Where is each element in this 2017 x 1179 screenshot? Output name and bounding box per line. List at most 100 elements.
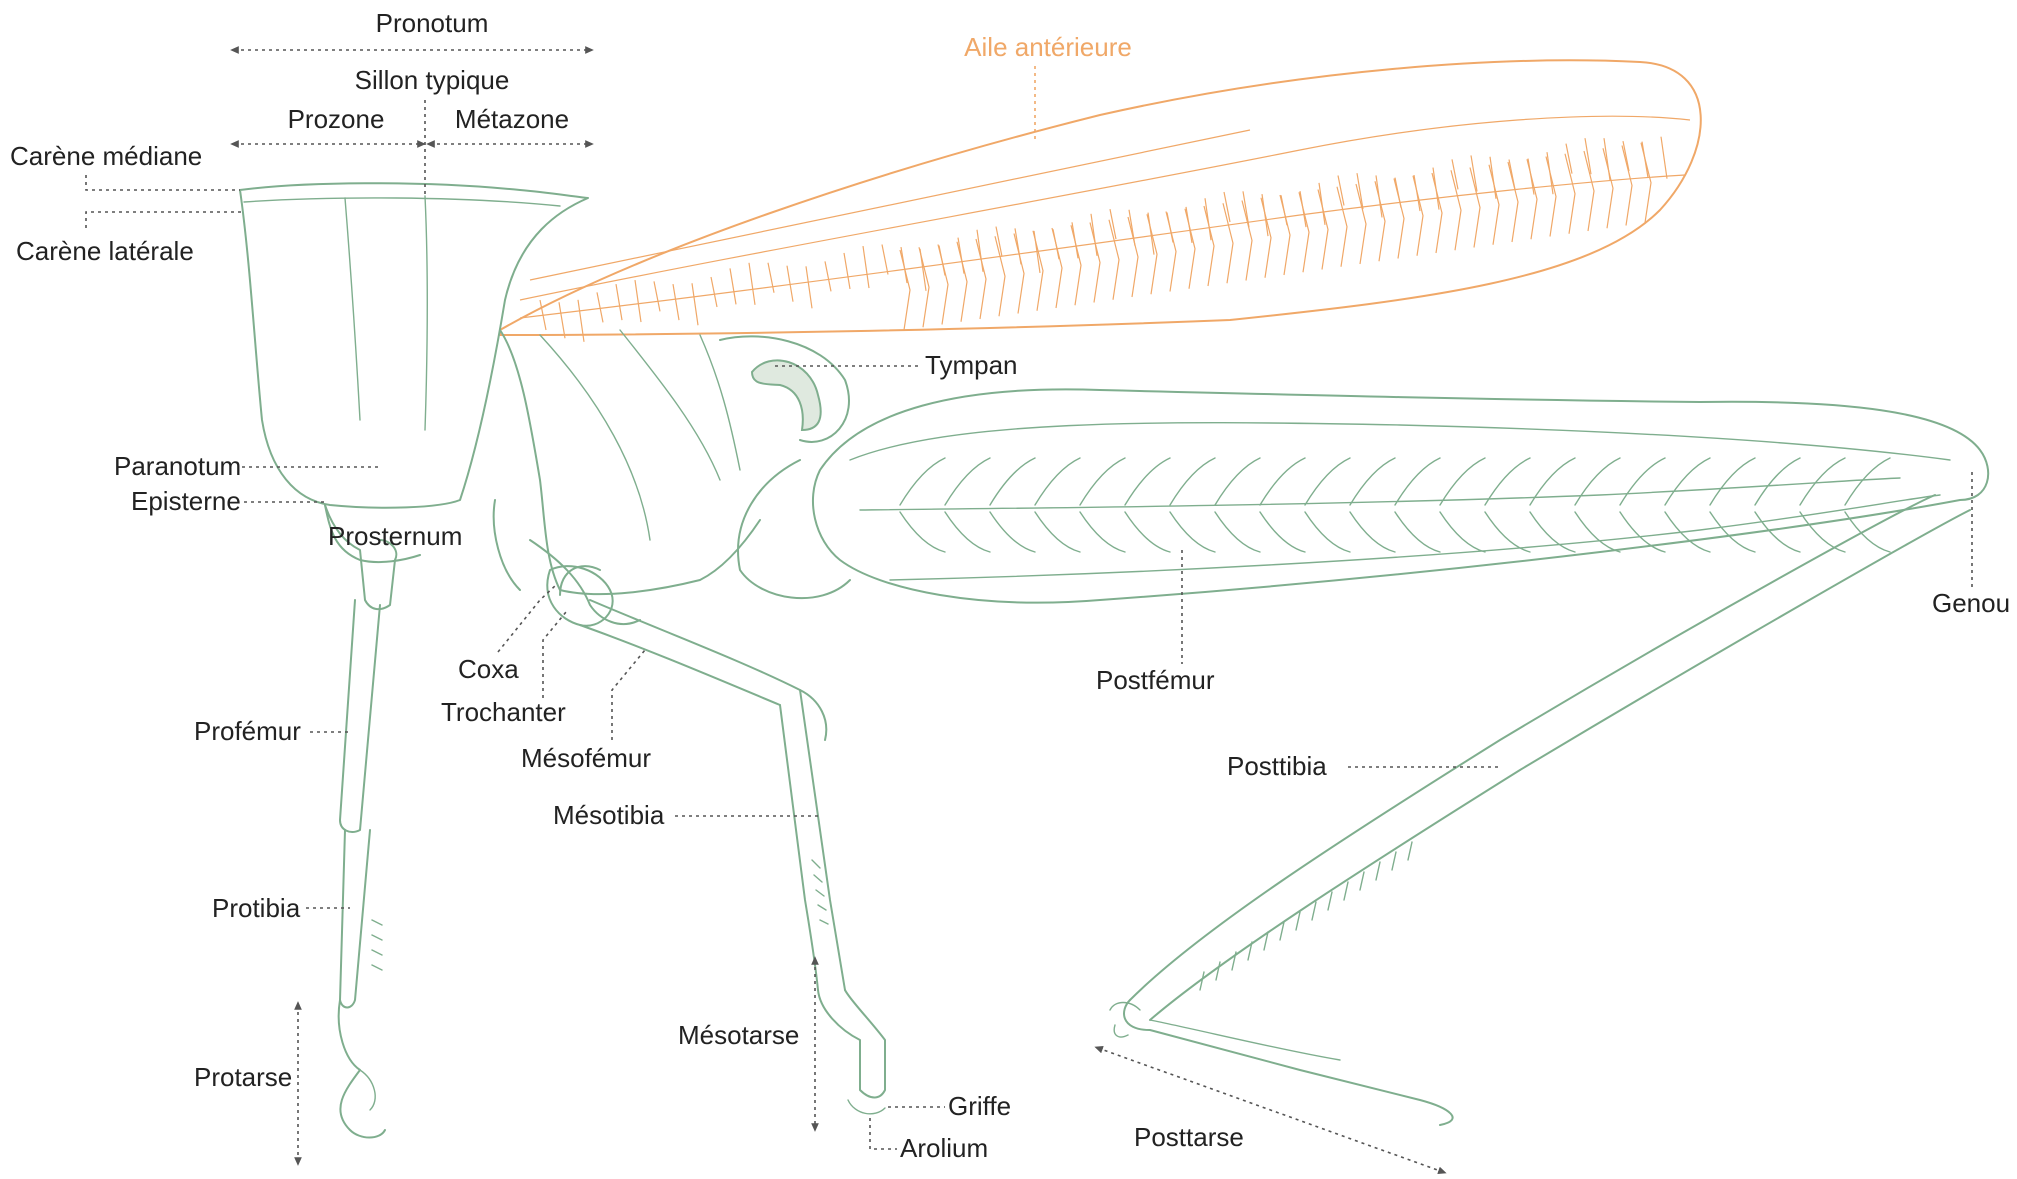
femur-rib: [1305, 512, 1350, 552]
femur-rib: [1170, 512, 1215, 552]
wing-cross-vein: [1091, 214, 1097, 256]
tibia-spine: [1376, 862, 1380, 880]
wing-net-vein: [957, 242, 967, 322]
wing-net-vein: [1090, 223, 1100, 303]
hind-femur-drawing: [813, 389, 1988, 602]
femur-rib: [1395, 458, 1440, 505]
femur-rib: [990, 458, 1035, 505]
label-prosternum: Prosternum: [328, 521, 462, 551]
femur-rib: [1215, 512, 1260, 552]
label-episterne: Episterne: [131, 486, 241, 516]
tibia-spine: [1312, 902, 1316, 920]
wing-cross-vein: [825, 261, 831, 291]
wing-cross-vein: [559, 302, 565, 338]
wing-cross-vein: [844, 253, 850, 289]
femur-rib: [1845, 458, 1890, 505]
tibia-spine: [1216, 962, 1220, 980]
posttarse-span: [1098, 1048, 1443, 1172]
coxa-leader: [498, 585, 556, 652]
wing-net-vein: [1166, 212, 1176, 292]
wing-net-vein: [1603, 148, 1613, 228]
tibia-spine: [1344, 882, 1348, 900]
wing-cross-vein: [749, 263, 755, 305]
femur-rib: [1710, 458, 1755, 505]
wing-net-vein: [1337, 187, 1347, 267]
femur-rib: [945, 512, 990, 552]
femur-rib: [900, 458, 945, 505]
carene-mediane-leader: [86, 175, 240, 190]
femur-rib: [1755, 458, 1800, 505]
label-metazone: Métazone: [455, 104, 569, 134]
wing-net-vein: [1508, 162, 1518, 242]
wing-net-vein: [1071, 225, 1081, 305]
trochanter-leader: [543, 612, 566, 698]
mesofemur-leader: [612, 650, 645, 740]
femur-rib: [1575, 512, 1620, 552]
thorax-drawing: [325, 330, 850, 624]
wing-cross-vein: [806, 266, 812, 308]
wing-net-vein: [1128, 217, 1138, 297]
wing-cross-vein: [863, 246, 869, 288]
label-tympan: Tympan: [925, 350, 1018, 380]
label-aile-anterieure: Aile antérieure: [964, 32, 1132, 62]
wing-cross-vein: [654, 281, 660, 311]
carene-laterale-leader: [86, 212, 244, 228]
label-profemur: Profémur: [194, 716, 301, 746]
femur-rib: [945, 458, 990, 505]
femur-rib: [1665, 458, 1710, 505]
wing-net-vein: [1261, 198, 1271, 278]
wing-net-vein: [1375, 181, 1385, 261]
wing-cross-vein: [768, 263, 774, 293]
femur-rib: [1350, 512, 1395, 552]
wing-cross-vein: [616, 284, 622, 320]
tibia-spine: [1408, 842, 1412, 860]
tibia-spine: [1296, 912, 1300, 930]
wing-cross-vein: [1661, 137, 1667, 179]
wing-net-vein: [1223, 203, 1233, 283]
wing-net-vein: [919, 247, 929, 327]
femur-rib: [1080, 512, 1125, 552]
tibia-spine: [1392, 852, 1396, 870]
wing-cross-vein: [597, 292, 603, 322]
label-sillon-typique: Sillon typique: [355, 65, 510, 95]
femur-rib: [1125, 458, 1170, 505]
label-prozone: Prozone: [288, 104, 385, 134]
label-mesofemur: Mésofémur: [521, 743, 651, 773]
wing-net-vein: [1052, 228, 1062, 308]
label-pronotum: Pronotum: [376, 8, 489, 38]
label-carene-mediane: Carène médiane: [10, 141, 202, 171]
label-carene-laterale: Carène latérale: [16, 236, 194, 266]
femur-rib: [1260, 458, 1305, 505]
wing-net-vein: [1432, 173, 1442, 253]
wing-cross-vein: [692, 283, 698, 325]
wing-net-vein: [1318, 190, 1328, 270]
wing-net-vein: [1622, 146, 1632, 226]
wing-cross-vein: [673, 284, 679, 320]
tibia-spine: [1232, 952, 1236, 970]
femur-rib: [1485, 512, 1530, 552]
wing-cross-vein: [1148, 213, 1154, 255]
femur-rib: [990, 512, 1035, 552]
wing-net-vein: [938, 245, 948, 325]
tympan-shape: [752, 360, 821, 430]
wing-net-vein: [1185, 209, 1195, 289]
femur-rib: [900, 512, 945, 552]
femur-rib: [1395, 512, 1440, 552]
femur-rib: [1575, 458, 1620, 505]
wing-net-vein: [1014, 234, 1024, 314]
femur-rib: [1305, 458, 1350, 505]
femur-rib: [1215, 458, 1260, 505]
front-leg-drawing: [325, 505, 396, 1138]
wing-cross-vein: [1205, 198, 1211, 240]
femur-rib: [1170, 458, 1215, 505]
wing-net-vein: [1546, 157, 1556, 237]
label-posttarse: Posttarse: [1134, 1122, 1244, 1152]
label-protarse: Protarse: [194, 1062, 292, 1092]
wing-cross-vein: [635, 280, 641, 322]
wing-net-vein: [976, 239, 986, 319]
tibia-spine: [1360, 872, 1364, 890]
wing-net-vein: [1299, 192, 1309, 272]
tibia-spine: [1328, 892, 1332, 910]
femur-rib: [1035, 458, 1080, 505]
